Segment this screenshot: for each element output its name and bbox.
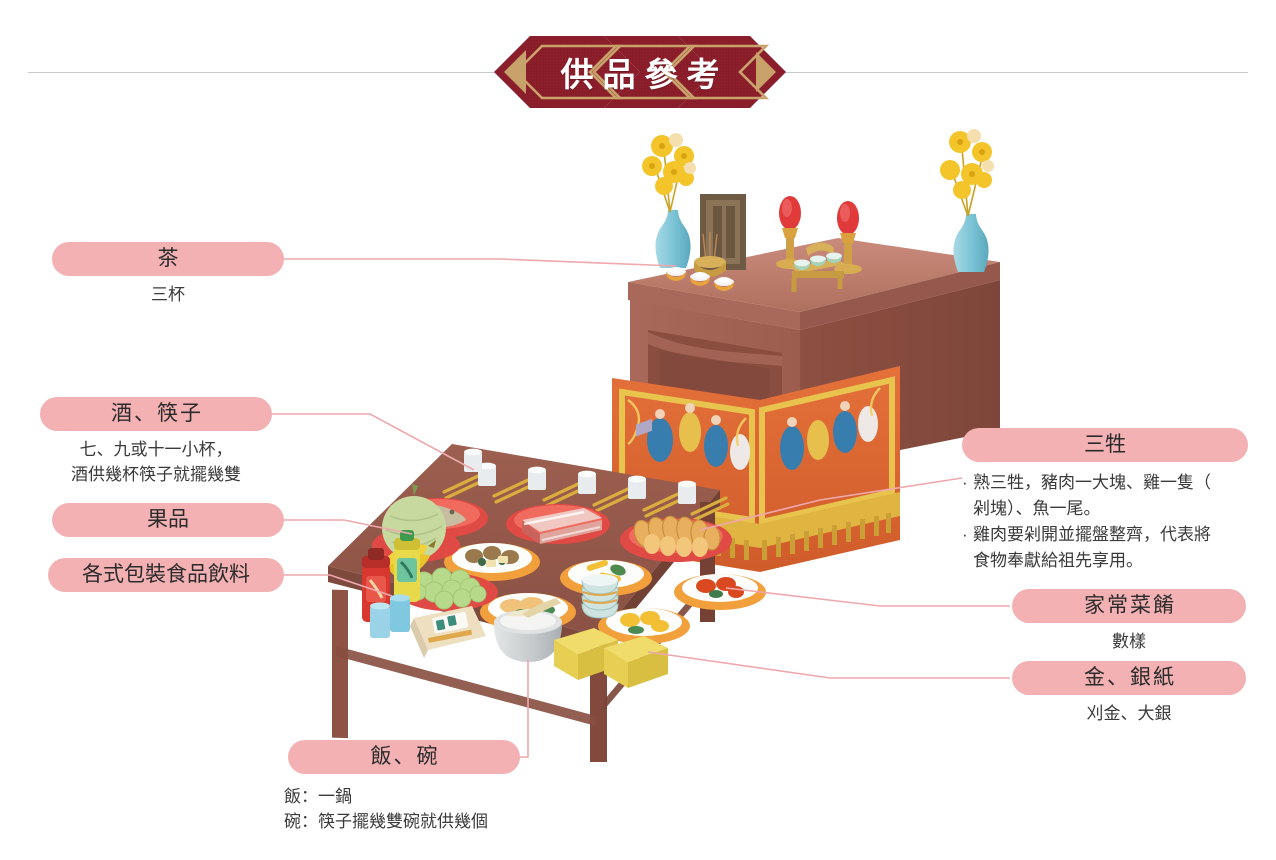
callout-wine-chopsticks-desc-1: 七、九或十一小杯，	[79, 440, 233, 459]
callout-rice-bowls-desc-1: 飯：一鍋	[284, 787, 352, 806]
callout-tea: 茶 三杯	[52, 242, 284, 307]
bullet-marker-icon: ·	[962, 525, 968, 544]
yellow-flower-vase-right	[940, 129, 994, 272]
callout-wine-chopsticks: 酒、筷子 七、九或十一小杯， 酒供幾杯筷子就擺幾雙	[40, 397, 272, 487]
bullet-indent	[962, 548, 973, 574]
yellow-flower-vase-left	[642, 133, 696, 268]
callout-packaged-foods-label: 各式包裝食品飲料	[48, 558, 284, 592]
callout-fruits: 果品	[52, 503, 284, 537]
header-rule-right	[782, 72, 1248, 73]
callout-home-dishes: 家常菜餚 數樣	[1012, 589, 1246, 654]
callout-gold-silver-paper: 金、銀紙 刈金、大銀	[1012, 661, 1246, 726]
bullet-marker-icon: ·	[962, 473, 968, 492]
bullet-item-cont: 剁塊）、魚一尾。	[962, 496, 1248, 522]
callout-fruits-label: 果品	[52, 503, 284, 537]
bullet-text: 食物奉獻給祖先享用。	[973, 551, 1143, 570]
page-title: 供品參考	[560, 58, 729, 94]
gold-offering-stand	[790, 242, 846, 292]
callout-three-meats-label: 三牲	[962, 428, 1248, 462]
grapes	[398, 567, 498, 611]
callout-home-dishes-label: 家常菜餚	[1012, 589, 1246, 623]
bullet-indent	[962, 496, 973, 522]
bullet-item: · 雞肉要剁開並擺盤整齊，代表將	[962, 522, 1248, 548]
pork-plate	[506, 504, 610, 544]
callout-packaged-foods: 各式包裝食品飲料	[48, 558, 284, 592]
callout-tea-label: 茶	[52, 242, 284, 276]
bullet-text: 剁塊）、魚一尾。	[973, 499, 1101, 518]
snack-bag	[410, 606, 486, 658]
rice-pot	[494, 598, 562, 662]
ancestral-tablet	[700, 194, 746, 270]
callout-tea-desc: 三杯	[151, 285, 185, 304]
callout-gold-silver-paper-desc: 刈金、大銀	[1086, 704, 1172, 723]
bullet-item-cont: 食物奉獻給祖先享用。	[962, 548, 1248, 574]
callout-rice-bowls-label: 飯、碗	[288, 740, 520, 774]
callout-wine-chopsticks-desc-2: 酒供幾杯筷子就擺幾雙	[71, 465, 241, 484]
callout-rice-bowls: 飯、碗 飯：一鍋 碗：筷子擺幾雙碗就供幾個	[284, 740, 520, 834]
callout-three-meats: 三牲 · 熟三牲，豬肉一大塊、雞一隻（ 剁塊）、魚一尾。 · 雞肉要剁開並擺盤整…	[962, 428, 1248, 574]
bullet-text: 雞肉要剁開並擺盤整齊，代表將	[973, 525, 1211, 544]
bullet-item: · 熟三牲，豬肉一大塊、雞一隻（	[962, 470, 1248, 496]
banner-shape	[494, 36, 786, 108]
tea-cups	[666, 267, 734, 291]
callout-rice-bowls-desc-2: 碗：筷子擺幾雙碗就供幾個	[284, 812, 488, 831]
title-banner: 供品參考	[494, 28, 786, 116]
callout-home-dishes-desc: 數樣	[1112, 632, 1146, 651]
bullet-text: 熟三牲，豬肉一大塊、雞一隻（	[973, 473, 1211, 492]
callout-wine-chopsticks-label: 酒、筷子	[40, 397, 272, 431]
callout-gold-silver-paper-label: 金、銀紙	[1012, 661, 1246, 695]
chicken-plate	[620, 515, 732, 562]
callout-three-meats-bullets: · 熟三牲，豬肉一大塊、雞一隻（ 剁塊）、魚一尾。 · 雞肉要剁開並擺盤整齊，代…	[962, 470, 1248, 574]
header-rule-left	[28, 72, 498, 73]
stacked-bowls	[581, 574, 619, 619]
